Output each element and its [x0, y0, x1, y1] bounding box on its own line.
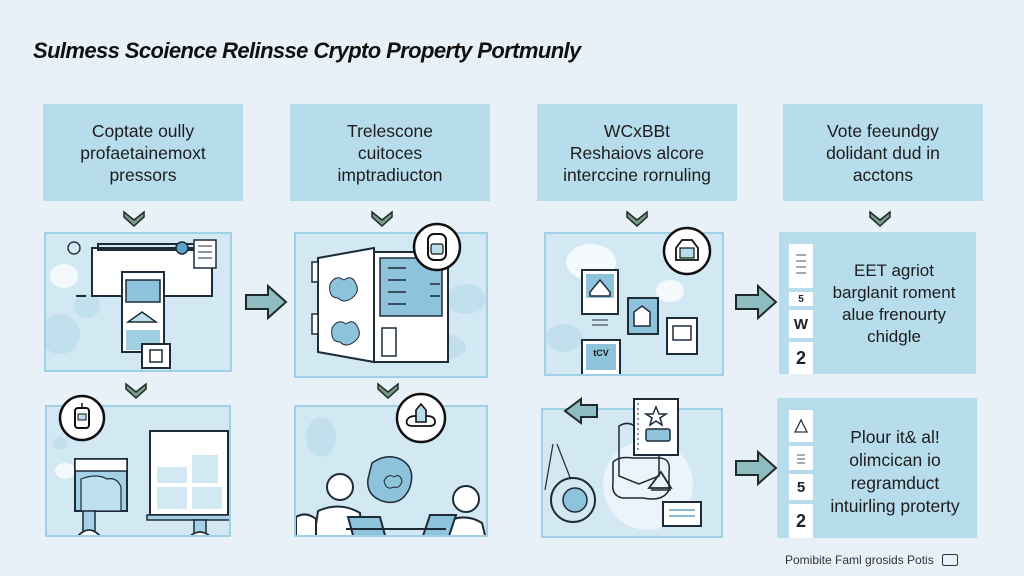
lightbulb-icon	[67, 241, 81, 255]
side-cell-value: W	[789, 310, 813, 338]
footer: Pomibite Faml grosids Potis	[785, 553, 958, 567]
illustration-panel-5	[294, 405, 488, 537]
step-box-3: WCxBBt Reshaiovs alcore interccine rornu…	[537, 104, 737, 201]
person-icon	[326, 473, 354, 501]
result-1-line-3: alue frenourty	[842, 305, 946, 324]
list-icon	[789, 446, 813, 470]
meeting-illustration	[296, 456, 486, 535]
step-box-2: Trelescone cuitoces imptradiucton	[290, 104, 490, 201]
footer-text: Pomibite Faml grosids Potis	[785, 553, 934, 567]
arrow-left-icon	[563, 397, 598, 425]
step-2-line-2: cuitoces	[357, 142, 423, 163]
result-2-line-4: intuirling proterty	[830, 496, 960, 516]
chevron-down-icon	[123, 210, 145, 228]
step-1-line-1: Coptate oully	[91, 120, 195, 141]
step-3-line-2: Reshaiovs alcore	[569, 142, 705, 163]
arrow-right-icon	[245, 283, 288, 321]
building-icon	[633, 305, 651, 327]
step-4-line-3: acctons	[852, 164, 914, 185]
step-3-line-1: WCxBBt	[603, 120, 671, 141]
wallet-icon	[125, 279, 161, 303]
step-4-line-2: dolidant dud in	[826, 142, 940, 163]
result-1-line-4: chidgle	[867, 327, 921, 346]
house-icon	[589, 278, 611, 297]
device-icon	[58, 394, 106, 442]
step-3-line-3: interccine rornuling	[563, 164, 711, 185]
safe-icon	[412, 222, 462, 272]
person-icon	[452, 485, 480, 513]
step-box-1: Coptate oully profaetainemoxt pressors	[43, 104, 243, 201]
step-1-line-3: pressors	[109, 164, 177, 185]
card-tag: tCV	[593, 348, 609, 358]
document-icon	[193, 239, 217, 269]
upload-cloud-icon	[395, 392, 447, 444]
dashboard-illustration	[67, 239, 217, 369]
user-icon	[175, 241, 189, 255]
result-2-line-3: regramduct	[850, 473, 940, 493]
arrow-right-icon	[735, 449, 778, 487]
chevron-down-icon	[626, 210, 648, 228]
result-1-line-1: EET agriot	[853, 261, 934, 280]
step-box-4: Vote feeundgy dolidant dud in acctons	[783, 104, 983, 201]
chevron-down-icon	[125, 382, 147, 400]
chevron-down-icon	[371, 210, 393, 228]
result-2-line-1: Plour it& al!	[850, 427, 940, 447]
globe-icon	[562, 487, 588, 513]
chevron-down-icon	[377, 382, 399, 400]
diagram-title: Sulmess Scoience Relinsse Crypto Propert…	[33, 38, 581, 63]
result-panel-2: 5 2 Plour it& al! olimcican io regramduc…	[777, 398, 977, 538]
certificate-icon	[633, 398, 679, 456]
side-cell-value: 5	[789, 292, 813, 306]
side-cell-value: 2	[789, 342, 813, 374]
illustration-panel-2	[294, 232, 488, 378]
step-4-line-1: Vote feeundgy	[827, 120, 939, 141]
property-cards-illustration	[581, 269, 698, 374]
result-1-line-2: barglanit roment	[832, 283, 956, 302]
illustration-panel-4	[45, 405, 231, 537]
document-icon	[789, 244, 813, 288]
step-2-line-3: imptradiucton	[337, 164, 443, 185]
house-icon	[789, 410, 813, 442]
illustration-panel-1	[44, 232, 232, 372]
cabinet-illustration	[311, 246, 449, 364]
laptop-icon	[346, 516, 386, 535]
tent-icon	[647, 470, 673, 489]
chevron-down-icon	[869, 210, 891, 228]
side-cell-value: 5	[789, 474, 813, 500]
result-panel-1: 5 W 2 EET agriot barglanit roment alue f…	[779, 232, 976, 374]
star-icon	[643, 405, 669, 427]
vault-icon	[662, 226, 712, 276]
house-icon	[125, 311, 159, 323]
network-illustration	[544, 422, 702, 527]
arrow-right-icon	[735, 283, 778, 321]
side-cell-value: 2	[789, 504, 813, 538]
idea-icon	[383, 475, 403, 489]
step-1-line-2: profaetainemoxt	[80, 142, 206, 163]
step-2-line-1: Trelescone	[347, 120, 433, 141]
result-2-line-2: olimcican io	[849, 450, 941, 470]
presentation-illustration	[74, 430, 229, 535]
image-icon	[941, 554, 958, 566]
